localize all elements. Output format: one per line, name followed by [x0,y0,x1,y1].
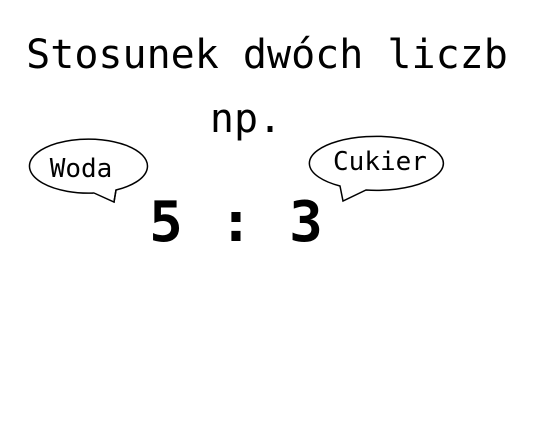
ratio: 5 : 3 [140,190,336,256]
ratio-separator: : [219,190,253,255]
ratio-right-value: 3 [289,190,323,255]
bubble-label-woda: Woda [49,154,113,184]
ratio-left-value: 5 [149,190,183,255]
speech-bubble-cukier [308,135,445,203]
speech-bubble-woda [28,138,149,204]
bubble-label-cukier: Cukier [333,147,427,177]
title: Stosunek dwóch liczb [26,32,508,78]
subtitle: np. [209,96,283,142]
